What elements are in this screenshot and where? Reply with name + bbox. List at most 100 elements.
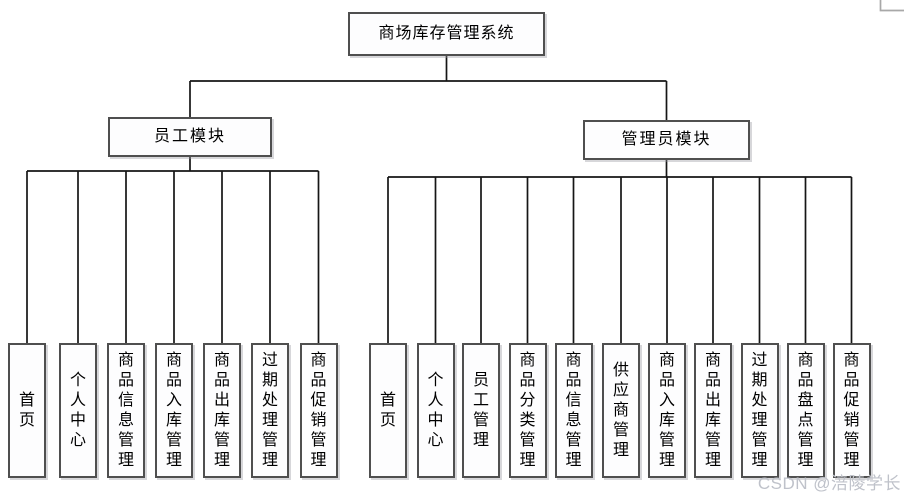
node-leaf-char: 理 bbox=[843, 451, 860, 469]
node-leaf-char: 管 bbox=[704, 431, 721, 449]
node-leaf-char: 管 bbox=[213, 431, 230, 449]
node-leaf-char: 理 bbox=[658, 451, 675, 469]
node-leaf-char: 品 bbox=[310, 371, 327, 389]
node-leaf: 商品出库管理 bbox=[694, 343, 732, 478]
node-leaf-char: 促 bbox=[310, 391, 327, 409]
node-leaf-char: 品 bbox=[797, 371, 814, 389]
node-leaf-char: 商 bbox=[843, 351, 860, 369]
node-leaf-char: 理 bbox=[751, 451, 768, 469]
node-leaf-char: 人 bbox=[427, 391, 444, 409]
node-leaf-char: 出 bbox=[704, 391, 721, 409]
node-leaf: 商品分类管理 bbox=[508, 343, 547, 478]
node-leaf-char: 品 bbox=[843, 371, 860, 389]
cropped-box-corner bbox=[879, 0, 904, 12]
node-leaf-char: 商 bbox=[519, 351, 536, 369]
node-leaf: 商品出库管理 bbox=[203, 343, 241, 478]
node-leaf: 商品入库管理 bbox=[155, 343, 193, 478]
node-leaf: 员工管理 bbox=[462, 343, 500, 478]
node-leaf-char: 商 bbox=[658, 351, 675, 369]
node-leaf: 首页 bbox=[8, 343, 46, 478]
node-leaf-char: 信 bbox=[117, 391, 134, 409]
node-leaf-char: 入 bbox=[165, 391, 182, 409]
node-leaf: 首页 bbox=[369, 343, 407, 478]
node-leaf-char: 商 bbox=[565, 351, 582, 369]
node-leaf-char: 处 bbox=[751, 391, 768, 409]
node-leaf: 商品促销管理 bbox=[299, 343, 338, 478]
node-leaf-char: 中 bbox=[427, 411, 444, 429]
node-leaf-char: 库 bbox=[704, 411, 721, 429]
node-leaf-char: 期 bbox=[261, 371, 278, 389]
node-leaf-char: 品 bbox=[165, 371, 182, 389]
node-leaf-char: 工 bbox=[472, 391, 489, 409]
node-leaf-char: 人 bbox=[69, 391, 86, 409]
node-leaf-char: 商 bbox=[797, 351, 814, 369]
node-leaf-char: 过 bbox=[261, 351, 278, 369]
node-leaf-char: 理 bbox=[797, 451, 814, 469]
node-leaf-char: 品 bbox=[519, 371, 536, 389]
node-leaf-char: 理 bbox=[117, 451, 134, 469]
node-leaf-char: 页 bbox=[18, 411, 35, 429]
node-leaf-char: 管 bbox=[165, 431, 182, 449]
node-leaf: 商品信息管理 bbox=[554, 343, 593, 478]
node-leaf: 供应商管理 bbox=[602, 343, 640, 478]
node-leaf-char: 理 bbox=[310, 451, 327, 469]
node-leaf-char: 盘 bbox=[797, 391, 814, 409]
node-leaf-char: 理 bbox=[472, 431, 489, 449]
node-leaf-char: 点 bbox=[797, 411, 814, 429]
node-leaf: 商品入库管理 bbox=[648, 343, 686, 478]
node-leaf-char: 处 bbox=[261, 391, 278, 409]
node-leaf-char: 出 bbox=[213, 391, 230, 409]
node-leaf-char: 品 bbox=[213, 371, 230, 389]
node-leaf-char: 理 bbox=[261, 451, 278, 469]
node-leaf-char: 心 bbox=[427, 431, 444, 449]
node-leaf-char: 库 bbox=[165, 411, 182, 429]
node-leaf-char: 销 bbox=[843, 411, 860, 429]
node-leaf-char: 期 bbox=[751, 371, 768, 389]
node-leaf-char: 管 bbox=[117, 431, 134, 449]
node-leaf-char: 管 bbox=[612, 421, 629, 439]
node-leaf-char: 品 bbox=[704, 371, 721, 389]
node-leaf-char: 库 bbox=[658, 411, 675, 429]
node-leaf-char: 首 bbox=[379, 391, 396, 409]
node-leaf-char: 信 bbox=[565, 391, 582, 409]
node-leaf: 商品信息管理 bbox=[107, 343, 145, 478]
node-leaf-char: 理 bbox=[565, 451, 582, 469]
node-leaf-char: 理 bbox=[612, 441, 629, 459]
node-leaf-char: 商 bbox=[310, 351, 327, 369]
node-leaf-char: 商 bbox=[704, 351, 721, 369]
node-leaf-char: 管 bbox=[261, 431, 278, 449]
node-module-admin-label: 管理员模块 bbox=[621, 131, 712, 148]
node-leaf: 过期处理管理 bbox=[251, 343, 289, 478]
node-leaf-char: 商 bbox=[117, 351, 134, 369]
node-leaf-char: 首 bbox=[18, 391, 35, 409]
tree-connector-path bbox=[26, 56, 853, 343]
node-module-employee: 员工模块 bbox=[108, 117, 272, 157]
node-leaf-char: 员 bbox=[472, 371, 489, 389]
node-leaf-char: 过 bbox=[751, 351, 768, 369]
node-leaf-char: 管 bbox=[472, 411, 489, 429]
node-leaf-char: 供 bbox=[612, 361, 629, 379]
node-leaf-char: 商 bbox=[165, 351, 182, 369]
node-leaf-char: 页 bbox=[379, 411, 396, 429]
node-leaf-char: 品 bbox=[565, 371, 582, 389]
node-leaf-char: 管 bbox=[310, 431, 327, 449]
node-leaf-char: 入 bbox=[658, 391, 675, 409]
node-leaf: 个人中心 bbox=[416, 343, 455, 478]
node-module-admin: 管理员模块 bbox=[583, 120, 750, 160]
node-leaf-char: 息 bbox=[565, 411, 582, 429]
node-leaf: 商品盘点管理 bbox=[786, 343, 825, 478]
node-leaf-char: 管 bbox=[751, 431, 768, 449]
node-leaf-char: 类 bbox=[519, 411, 536, 429]
node-leaf-char: 管 bbox=[797, 431, 814, 449]
node-leaf-char: 理 bbox=[261, 411, 278, 429]
node-root: 商场库存管理系统 bbox=[348, 12, 545, 56]
node-leaf-char: 理 bbox=[704, 451, 721, 469]
node-module-employee-label: 员工模块 bbox=[153, 128, 226, 145]
node-leaf-char: 库 bbox=[213, 411, 230, 429]
node-leaf-char: 应 bbox=[612, 381, 629, 399]
node-leaf-char: 理 bbox=[213, 451, 230, 469]
node-leaf-char: 管 bbox=[843, 431, 860, 449]
node-leaf-char: 个 bbox=[69, 371, 86, 389]
node-leaf-char: 理 bbox=[165, 451, 182, 469]
